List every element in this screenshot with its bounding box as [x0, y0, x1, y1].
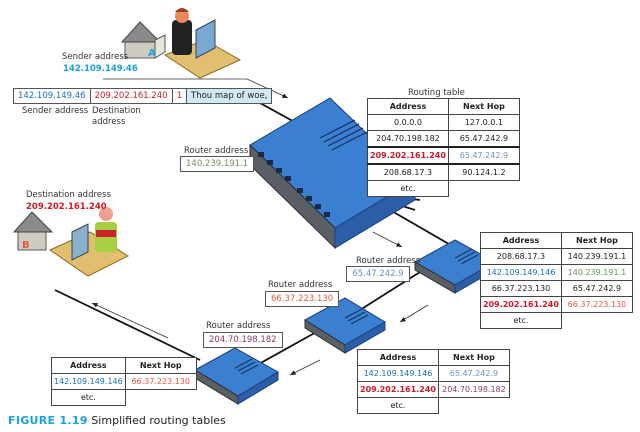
sender-house-letter: A [148, 48, 156, 59]
cell-address: 208.68.17.3 [480, 248, 562, 265]
figure-caption: FIGURE 1.19 Simplified routing tables [8, 414, 226, 427]
sender-house-icon [120, 21, 166, 59]
cell-address: 142.109.149.146 [480, 264, 562, 281]
flow-arrow-4 [289, 359, 321, 376]
cell-next-hop: 66.37.223.130 [560, 296, 633, 313]
figure-title: Simplified routing tables [91, 414, 226, 427]
cell-address: 66.37.223.130 [480, 280, 562, 297]
link-router4-destination [54, 289, 201, 361]
col-header-address: Address [367, 98, 449, 115]
table-row: etc. [357, 397, 510, 414]
cell-next-hop: 65.47.242.9 [447, 146, 520, 165]
cell-address: 142.109.149.146 [51, 373, 126, 390]
table-row: etc. [480, 312, 633, 329]
col-header-next-hop: Next Hop [560, 232, 633, 249]
cell-next-hop: 66.37.223.130 [124, 373, 197, 390]
col-header-next-hop: Next Hop [447, 98, 520, 115]
flow-arrow-5 [91, 302, 169, 339]
flow-arrow-2 [372, 231, 403, 248]
packet-destination-label-1: Destination [92, 106, 141, 116]
cell-empty [438, 398, 509, 414]
packet-sender-label: Sender address [22, 106, 89, 116]
destination-house-icon [12, 211, 54, 251]
packet-sender: 142.109.149.46 [14, 89, 91, 103]
col-header-address: Address [357, 349, 439, 366]
packet-flow-arrows [91, 78, 429, 376]
router-2-label: Router address [356, 256, 421, 266]
sender-address-value: 142.109.149.46 [63, 64, 138, 74]
cell-etc: etc. [480, 312, 562, 329]
flow-arrow-1 [103, 78, 289, 99]
col-header-address: Address [480, 232, 562, 249]
router-3-icon[interactable] [304, 297, 386, 354]
cell-next-hop: 127.0.0.1 [447, 114, 520, 131]
packet-sequence: 1 [173, 89, 188, 103]
packet-destination-label-2: address [92, 117, 126, 127]
link-router2-router3 [359, 271, 421, 311]
packet-destination: 209.202.161.240 [91, 89, 173, 103]
cell-address: 0.0.0.0 [367, 114, 449, 131]
cell-next-hop: 65.47.242.9 [560, 280, 633, 297]
router-4-label: Router address [206, 321, 271, 331]
cell-address: 209.202.161.240 [367, 146, 449, 165]
cell-next-hop: 204.70.198.182 [437, 381, 510, 398]
cell-address: 209.202.161.240 [357, 381, 439, 398]
cell-empty [125, 390, 196, 406]
router-2-address: 65.47.242.9 [346, 266, 410, 282]
router-3-address: 66.37.223.130 [265, 291, 340, 307]
col-header-next-hop: Next Hop [437, 349, 510, 366]
cell-next-hop: 65.47.242.9 [437, 365, 510, 382]
cell-etc: etc. [357, 397, 439, 414]
cell-address: 209.202.161.240 [480, 296, 562, 313]
cell-empty [561, 313, 632, 329]
routing-table-title: Routing table [408, 88, 465, 98]
router-3-label: Router address [268, 280, 333, 290]
cell-address: 142.109.149.146 [357, 365, 439, 382]
router-4-address: 204.70.198.182 [203, 332, 283, 348]
sender-address-label: Sender address [62, 52, 129, 62]
col-header-address: Address [51, 357, 126, 374]
packet: 142.109.149.46 209.202.161.240 1 Thou ma… [13, 88, 273, 104]
cell-etc: etc. [367, 180, 449, 197]
destination-person-icon [48, 207, 130, 277]
router-1-label: Router address [184, 146, 249, 156]
cell-etc: etc. [51, 389, 126, 406]
destination-address-value: 209.202.161.240 [26, 202, 107, 212]
cell-next-hop: 140.239.191.1 [560, 248, 633, 265]
router-1-address: 140.239.191.1 [180, 156, 255, 172]
col-header-next-hop: Next Hop [124, 357, 197, 374]
cell-address: 204.70.198.182 [367, 130, 449, 148]
router-4-icon[interactable] [193, 347, 279, 405]
packet-payload: Thou map of woe, [187, 89, 272, 103]
flow-arrow-3 [399, 304, 429, 323]
cell-next-hop: 90.124.1.2 [447, 163, 520, 181]
destination-house-letter: B [22, 240, 30, 251]
cell-next-hop: 140.239.191.1 [560, 264, 633, 281]
cell-next-hop: 65.47.242.9 [447, 130, 520, 148]
sender-person-icon [163, 8, 242, 79]
table-row: etc. [51, 389, 197, 406]
cell-empty [448, 181, 519, 197]
figure-number: FIGURE 1.19 [8, 414, 88, 427]
table-row: etc. [367, 180, 520, 197]
cell-address: 208.68.17.3 [367, 163, 449, 181]
destination-address-label: Destination address [26, 190, 111, 200]
